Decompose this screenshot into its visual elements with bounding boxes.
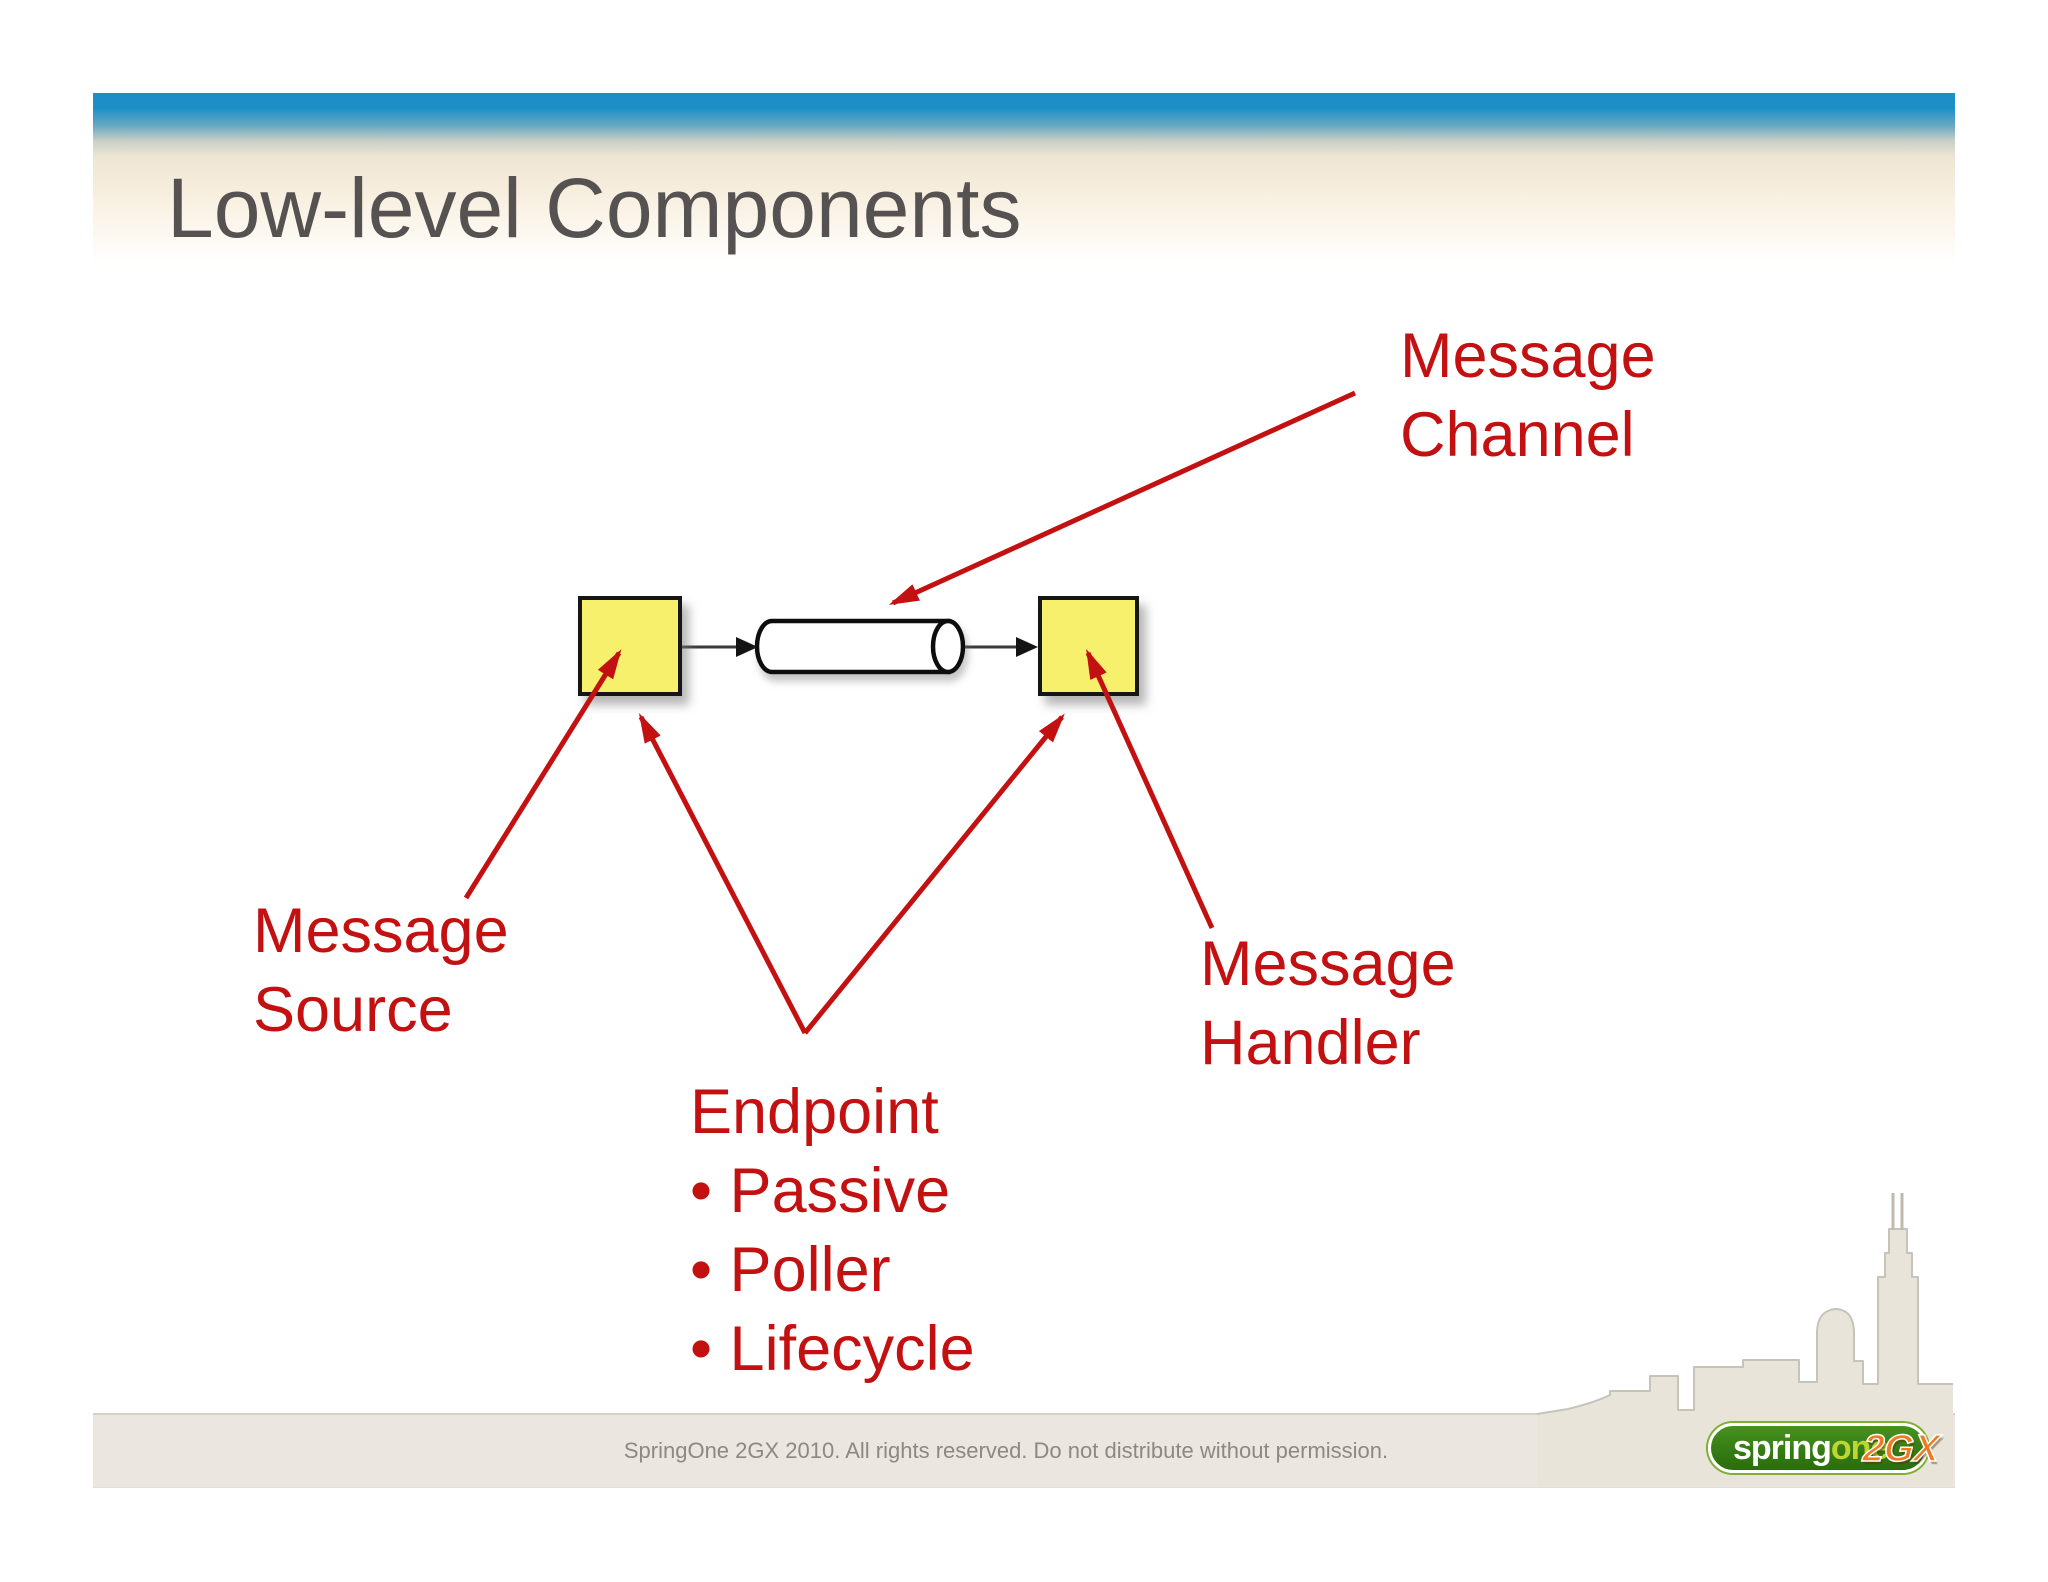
skyline-outline: [1536, 1228, 1953, 1415]
channel-pointer-arrow: [888, 390, 1357, 606]
endpoint-pointer-arrow-left: [638, 713, 808, 1035]
skyline-shape: [1537, 1229, 1953, 1486]
logo-spring-text: spring: [1733, 1428, 1832, 1467]
message-channel-cylinder: [754, 618, 966, 675]
channel-to-handler-arrow: [964, 637, 1038, 657]
source-to-channel-arrow: [682, 637, 758, 657]
header-gradient-bar: [93, 93, 1955, 263]
source-pointer-arrow: [463, 649, 622, 900]
endpoint-label: Endpoint • Passive • Poller • Lifecycle: [690, 1077, 975, 1384]
logo-2gx-badge: 2GX: [1861, 1427, 1941, 1471]
endpoint-pointer-arrow-right: [803, 713, 1065, 1035]
message-channel-label: Message Channel: [1400, 321, 1656, 470]
logo-one-text: one: [1830, 1428, 1889, 1467]
page-title: Low-level Components: [167, 161, 1022, 255]
message-handler-label: Message Handler: [1200, 929, 1456, 1078]
message-source-label: Message Source: [253, 896, 509, 1045]
springone-2gx-logo: spring one 2GX: [1708, 1423, 1941, 1473]
footer-copyright: SpringOne 2GX 2010. All rights reserved.…: [623, 1438, 1389, 1463]
handler-pointer-arrow: [1085, 648, 1215, 930]
message-source-box: [578, 596, 682, 696]
